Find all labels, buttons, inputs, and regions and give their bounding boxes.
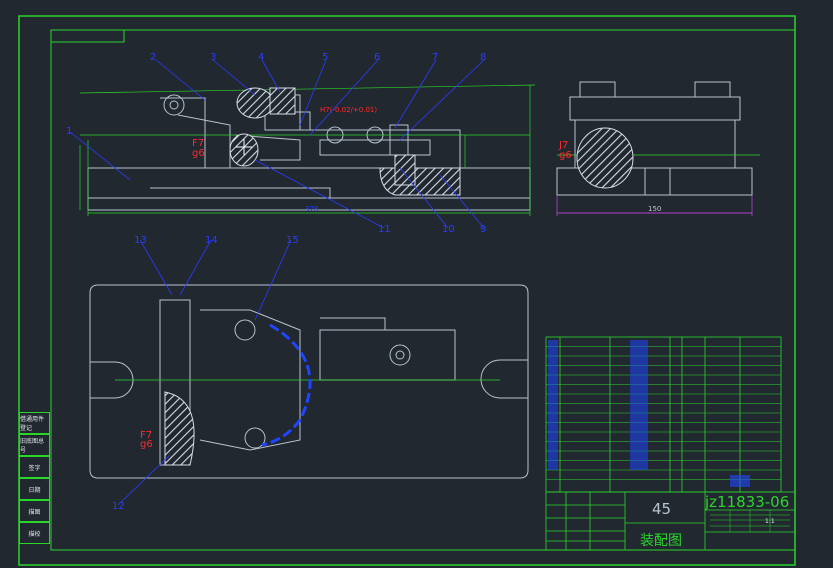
side-width-dimension: 150 xyxy=(648,205,661,213)
callout-number: 4 xyxy=(258,52,264,63)
plan-arc-dimension xyxy=(261,323,312,447)
section-hatch xyxy=(269,87,296,115)
side-block-cell: 描校 xyxy=(19,522,50,544)
side-block-cell: 借通用件登记 xyxy=(19,412,50,434)
callout-leaders xyxy=(69,59,485,506)
callout-number: 15 xyxy=(286,235,299,246)
fit-label: F7 xyxy=(140,430,152,441)
callout-number: 1 xyxy=(66,126,72,137)
fit-label: g6 xyxy=(559,150,572,161)
callout-number: 11 xyxy=(378,224,391,235)
callout-number: 13 xyxy=(134,235,147,246)
drawing-title: 装配图 xyxy=(640,533,682,549)
callout-number: 12 xyxy=(112,501,125,512)
callout-number: 2 xyxy=(150,52,156,63)
section-hatch xyxy=(379,167,461,196)
parts-list-ink xyxy=(548,340,750,487)
callout-number: 14 xyxy=(205,235,218,246)
callout-number: 7 xyxy=(432,52,438,63)
callout-number: 10 xyxy=(442,224,455,235)
scale-value: 1:1 xyxy=(765,518,775,525)
title-block xyxy=(545,491,796,551)
fit-label: F7 xyxy=(192,138,204,149)
title-block-subgrid xyxy=(710,510,790,532)
callout-number: 6 xyxy=(374,52,380,63)
drawing-number: jz11833-06 xyxy=(704,493,789,511)
callout-number: 5 xyxy=(322,52,328,63)
sheet-border xyxy=(18,15,796,566)
side-block-cell: 签字 xyxy=(19,456,50,478)
callout-number: 9 xyxy=(480,224,486,235)
side-block-cell: 描图 xyxy=(19,500,50,522)
callout-number: 8 xyxy=(480,52,486,63)
fit-label: J7 xyxy=(558,140,568,151)
center-marks xyxy=(236,139,252,155)
code-box xyxy=(50,29,125,43)
dimension-lines xyxy=(79,85,531,216)
inner-frame xyxy=(50,29,796,551)
section-hatch xyxy=(236,87,274,119)
material-code: 45 xyxy=(652,500,671,518)
side-block-cell: 旧底图总号 xyxy=(19,434,50,456)
plan-section-hatch xyxy=(164,391,195,466)
front-view xyxy=(79,84,536,211)
side-section-hatch xyxy=(576,127,634,189)
main-tolerance: H7(-0.02/+0.01) xyxy=(320,106,377,114)
fit-label: g6 xyxy=(140,439,153,450)
side-block-cell: 日期 xyxy=(19,478,50,500)
callout-number: 3 xyxy=(210,52,216,63)
section-hatch xyxy=(394,154,416,186)
main-length-dimension: 378 xyxy=(305,205,318,213)
parts-list xyxy=(545,336,782,493)
fit-label: g6 xyxy=(192,148,205,159)
parts-list-rows xyxy=(546,346,781,480)
